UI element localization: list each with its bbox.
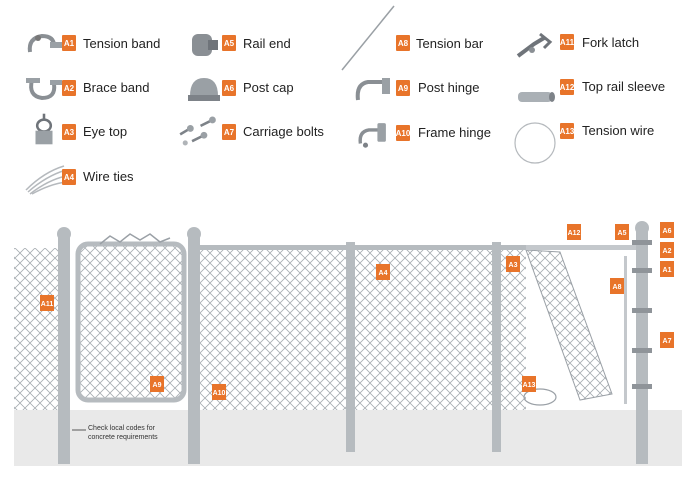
top-rail bbox=[196, 245, 526, 250]
legend-label: Frame hinge bbox=[418, 125, 491, 140]
carriage-bolts-icon bbox=[179, 116, 216, 146]
svg-text:A5: A5 bbox=[618, 230, 627, 237]
tension-wire-loop bbox=[523, 388, 557, 406]
legend-label: Tension wire bbox=[582, 123, 655, 138]
svg-text:A3: A3 bbox=[509, 262, 518, 269]
callout-A5: A5 bbox=[615, 224, 629, 240]
svg-text:A8: A8 bbox=[613, 284, 622, 291]
post-hinge-icon bbox=[355, 78, 390, 101]
svg-text:A13: A13 bbox=[523, 382, 536, 389]
callout-A12: A12 bbox=[567, 224, 581, 240]
gate-frame bbox=[75, 241, 187, 403]
callout-A13: A13 bbox=[522, 376, 536, 392]
brace-band-icon bbox=[26, 78, 62, 101]
barbed-top bbox=[99, 233, 171, 245]
line-post bbox=[346, 242, 355, 452]
eye-top-icon bbox=[35, 113, 53, 145]
svg-text:A4: A4 bbox=[379, 270, 388, 277]
legend-code-badge: A4 bbox=[62, 169, 76, 185]
legend-code-badge: A1 bbox=[62, 35, 76, 51]
end-post bbox=[636, 228, 648, 464]
legend-code-badge: A7 bbox=[222, 124, 236, 140]
gate-post-right bbox=[188, 234, 200, 464]
legend-label: Fork latch bbox=[582, 35, 640, 50]
legend-label: Post cap bbox=[243, 80, 294, 95]
svg-text:A11: A11 bbox=[41, 301, 54, 308]
tension-band-icon bbox=[27, 33, 62, 53]
svg-text:A1: A1 bbox=[663, 267, 672, 274]
legend-label: Carriage bolts bbox=[243, 124, 324, 139]
gate-mesh bbox=[80, 246, 182, 398]
legend-code-badge: A5 bbox=[222, 35, 236, 51]
top-rail-sleeve-icon bbox=[518, 92, 555, 102]
legend-code-badge: A9 bbox=[396, 80, 410, 96]
svg-text:A7: A7 bbox=[663, 338, 672, 345]
top-rail-extension bbox=[526, 245, 636, 250]
svg-text:A12: A12 bbox=[568, 230, 581, 237]
legend-code-badge: A2 bbox=[62, 80, 76, 96]
tension-bar-icon bbox=[341, 5, 395, 71]
legend-label: Post hinge bbox=[418, 80, 480, 95]
chain-link-mesh bbox=[14, 248, 66, 410]
callout-A4: A4 bbox=[376, 264, 390, 280]
fork-latch-icon bbox=[516, 32, 553, 58]
callout-A7: A7 bbox=[660, 332, 674, 348]
legend-code-badge: A3 bbox=[62, 124, 76, 140]
chain-link-mesh bbox=[196, 248, 526, 410]
legend-label: Top rail sleeve bbox=[582, 79, 666, 94]
svg-text:A9: A9 bbox=[153, 382, 162, 389]
callout-A8: A8 bbox=[610, 278, 624, 294]
callout-A3: A3 bbox=[506, 256, 520, 272]
tension-wire-icon bbox=[514, 122, 556, 164]
post-cap-icon bbox=[188, 78, 220, 101]
svg-text:A6: A6 bbox=[663, 228, 672, 235]
legend-code-badge: A12 bbox=[560, 79, 574, 95]
gate-post-left bbox=[58, 234, 70, 464]
line-post bbox=[492, 242, 501, 452]
legend-label: Tension band bbox=[83, 36, 161, 51]
callout-A10: A10 bbox=[212, 384, 226, 400]
callout-A2: A2 bbox=[660, 242, 674, 258]
legend-code-badge: A10 bbox=[396, 125, 410, 141]
legend-label: Brace band bbox=[83, 80, 150, 95]
legend-label: Eye top bbox=[83, 124, 128, 139]
legend-code-badge: A6 bbox=[222, 80, 236, 96]
frame-hinge-icon bbox=[358, 123, 386, 148]
legend-label: Tension bar bbox=[416, 36, 484, 51]
legend-label: Rail end bbox=[243, 36, 291, 51]
callout-A9: A9 bbox=[150, 376, 164, 392]
rail-end-icon bbox=[192, 34, 218, 56]
callout-A6: A6 bbox=[660, 222, 674, 238]
legend-code-badge: A11 bbox=[560, 34, 574, 50]
legend-code-badge: A8 bbox=[396, 35, 410, 51]
callout-A11: A11 bbox=[40, 295, 54, 311]
tension-bar bbox=[624, 256, 627, 404]
svg-text:A10: A10 bbox=[213, 390, 226, 397]
callout-A1: A1 bbox=[660, 261, 674, 277]
svg-text:A2: A2 bbox=[663, 248, 672, 255]
legend-label: Wire ties bbox=[83, 169, 134, 184]
concrete-note: Check local codes for concrete requireme… bbox=[88, 425, 158, 441]
fence-diagram: A11 A9 A10 A4 A3 A12 A5 A6 A2 A1 A8 A7 A… bbox=[14, 221, 682, 466]
legend-code-badge: A13 bbox=[560, 123, 574, 139]
mesh-roll bbox=[525, 249, 613, 401]
